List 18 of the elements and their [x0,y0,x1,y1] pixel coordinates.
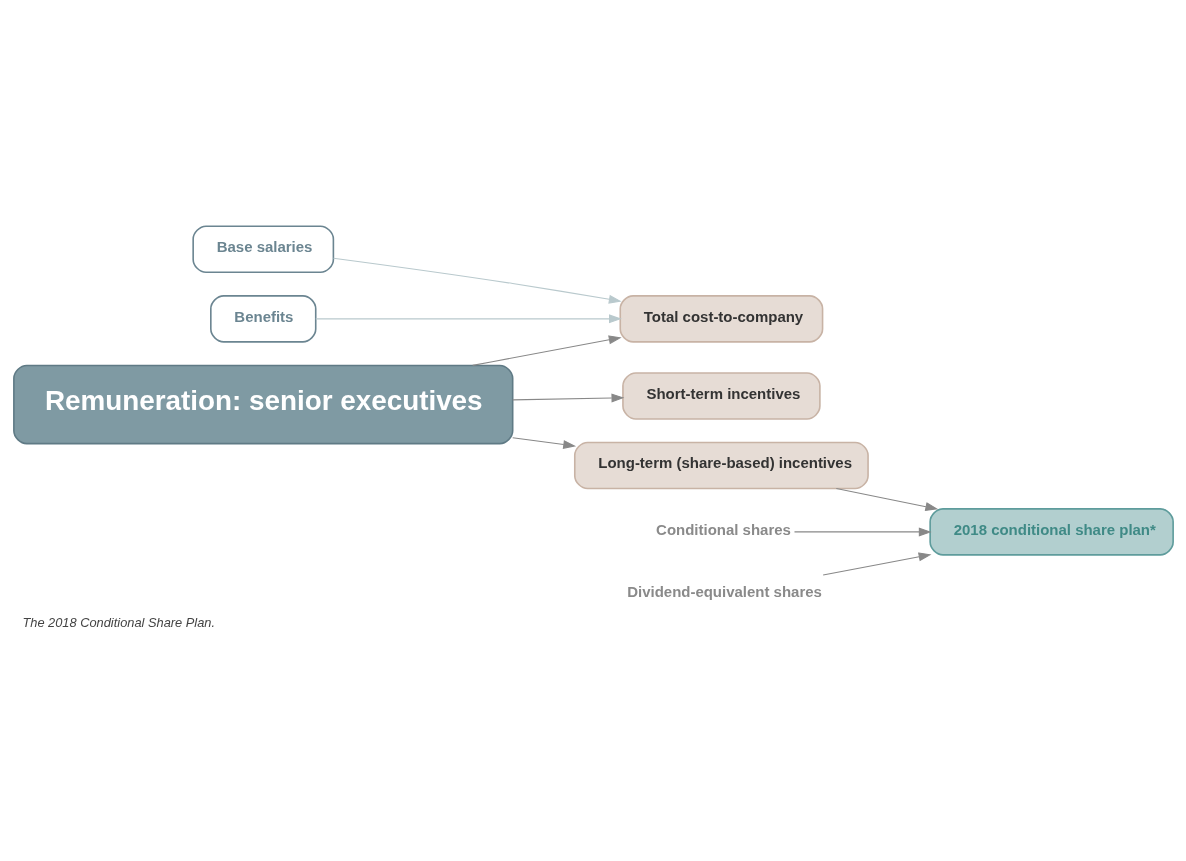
arrow [471,334,622,366]
arrow [332,257,622,304]
node-text: Dividend-equivalent shares [626,582,822,600]
arrow [511,393,624,402]
caption: The 2018 Conditional Share Plan. [21,614,215,630]
node-box: Total cost-to-company [618,294,823,343]
node-text: Conditional shares [655,520,791,538]
node-box: Benefits [209,294,317,343]
arrow [822,551,931,575]
node-box: Base salaries [191,224,334,273]
arrow [793,526,932,536]
arrow [835,487,938,511]
node-box: Short-term incentives [621,371,821,420]
node-box: Remuneration: senior executives [12,364,513,444]
arrow [314,313,622,323]
node-box: Long-term (share-based) incentives [573,441,869,489]
node-box: 2018 conditional share plan* [928,507,1174,556]
arrow [511,436,576,449]
